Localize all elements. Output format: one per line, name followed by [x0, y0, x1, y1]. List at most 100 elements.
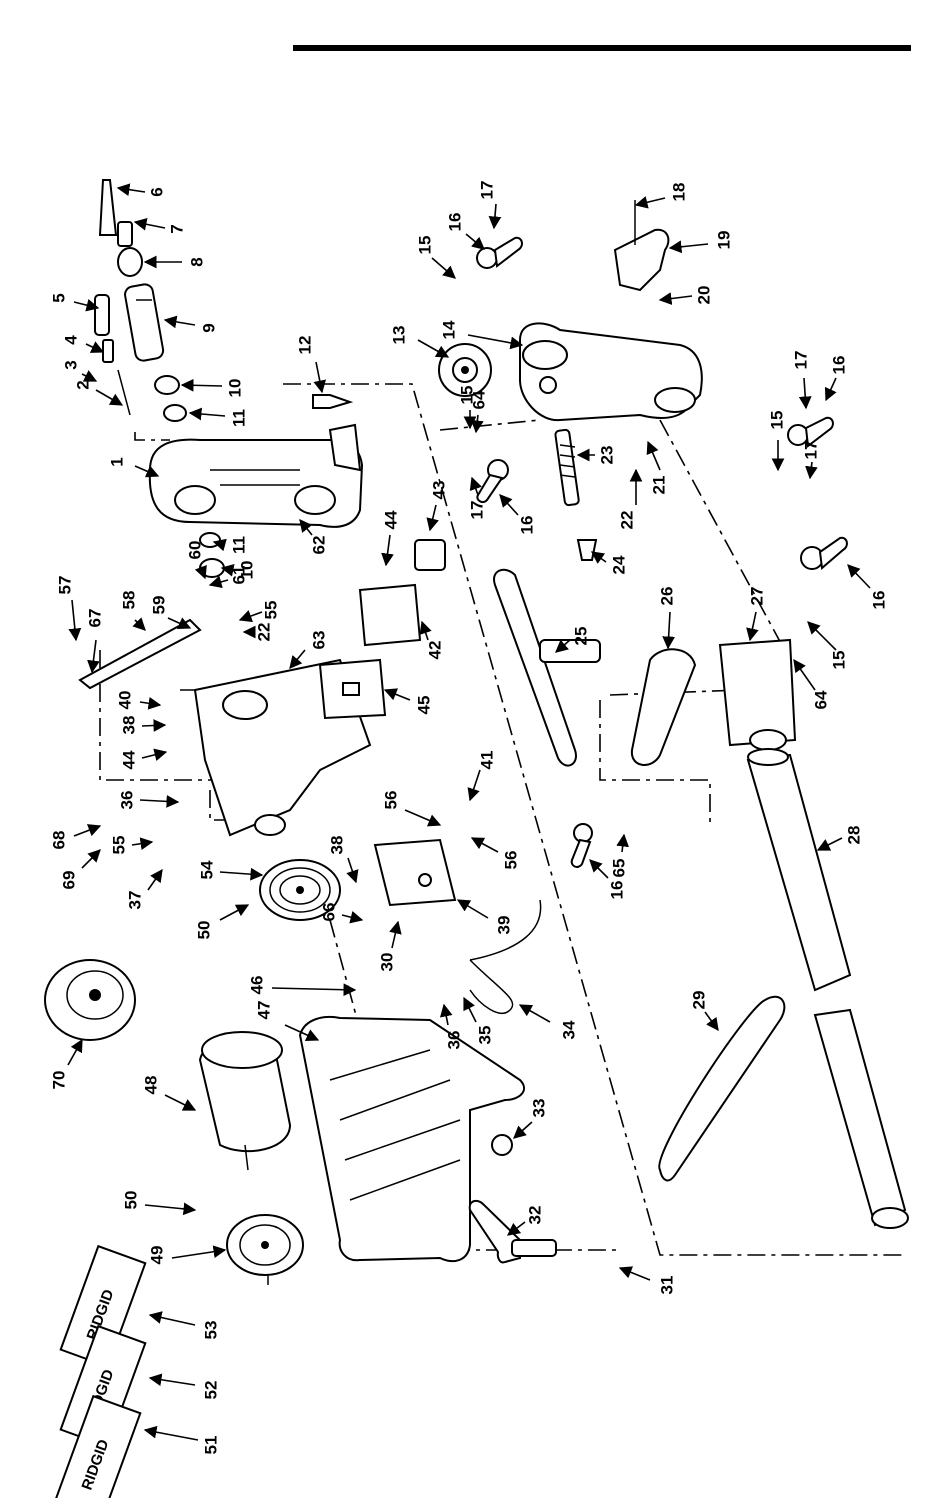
callout-arrow	[348, 858, 356, 882]
part-number-label: 38	[119, 716, 138, 735]
part-number-label: 29	[689, 991, 708, 1010]
motor-pulley	[227, 1215, 303, 1285]
callout-5: 5	[49, 293, 98, 308]
part-number-label: 63	[309, 631, 328, 650]
callout-arrow	[494, 204, 496, 228]
part-number-label: 16	[829, 356, 848, 375]
part-number-label: 16	[517, 516, 536, 535]
callout-24: 24	[592, 552, 628, 574]
part-number-label: 17	[477, 181, 496, 200]
callout-arrow	[422, 622, 428, 640]
callout-arrow	[220, 905, 248, 920]
callout-33: 33	[514, 1099, 548, 1138]
part-number-label: 60	[185, 541, 204, 560]
callout-arrow	[220, 872, 262, 875]
callout-arrow	[316, 362, 322, 392]
part-number-label: 48	[141, 1076, 160, 1095]
callout-15: 15	[767, 411, 786, 470]
part-number-label: 39	[494, 916, 513, 935]
callout-arrow	[290, 650, 305, 668]
part-number-label: 24	[609, 555, 628, 574]
callout-55: 55	[109, 836, 152, 855]
belt	[659, 997, 784, 1181]
callout-16: 16	[445, 213, 484, 249]
callout-63: 63	[290, 631, 328, 668]
callout-55: 55	[240, 601, 280, 620]
callout-arrow	[342, 915, 362, 920]
part-number-label: 23	[597, 446, 616, 465]
part-number-label: 16	[445, 213, 464, 232]
callout-35: 35	[464, 998, 494, 1044]
part-number-label: 43	[429, 481, 448, 500]
callout-56: 56	[472, 838, 520, 869]
callout-14: 14	[439, 320, 522, 345]
callout-arrow	[458, 900, 488, 918]
callout-56: 56	[381, 791, 440, 825]
part-number-label: 56	[501, 851, 520, 870]
part-number-label: 2	[73, 380, 92, 389]
callout-arrow	[514, 1122, 532, 1138]
callout-arrow	[135, 222, 165, 228]
callout-27: 27	[747, 587, 766, 640]
part-number-label: 11	[229, 409, 248, 427]
callout-arrow	[432, 258, 455, 278]
callout-42: 42	[422, 622, 444, 659]
callout-38: 38	[119, 716, 165, 735]
callout-arrow	[818, 838, 842, 850]
callout-arrow	[472, 838, 498, 852]
callout-arrow	[622, 835, 624, 852]
part-number-label: 51	[201, 1436, 220, 1455]
callout-46: 46	[247, 976, 355, 995]
part-number-label: 69	[59, 871, 78, 890]
callout-arrow	[68, 1040, 82, 1065]
part-number-label: 41	[477, 751, 496, 770]
spindle	[124, 283, 165, 362]
callout-45: 45	[385, 690, 433, 714]
callout-arrow	[648, 442, 660, 470]
part-number-label: 54	[197, 860, 216, 879]
callout-arrow	[500, 495, 518, 515]
callout-10: 10	[222, 561, 256, 580]
part-number-label: 13	[389, 326, 408, 345]
callout-arrow	[72, 600, 76, 640]
callout-39: 39	[458, 900, 513, 934]
callout-arrow	[418, 340, 448, 357]
nut	[118, 248, 142, 276]
callout-48: 48	[141, 1076, 195, 1110]
callout-arrow	[636, 198, 665, 205]
part-number-label: 70	[49, 1071, 68, 1090]
callout-9: 9	[165, 320, 218, 333]
callout-10: 10	[182, 379, 244, 398]
part-number-label: 4	[61, 335, 80, 345]
callout-arrow	[210, 580, 228, 585]
switch-assembly	[320, 540, 445, 718]
callout-arrow	[660, 296, 692, 300]
switch-box	[375, 840, 455, 905]
part-number-label: 38	[327, 836, 346, 855]
callout-arrow	[468, 335, 522, 345]
callout-arrow	[74, 826, 100, 836]
part-number-label: 16	[607, 881, 626, 900]
part-number-label: 8	[187, 257, 206, 266]
callout-32: 32	[508, 1206, 544, 1235]
callout-arrow	[145, 1205, 195, 1210]
part-number-label: 56	[381, 791, 400, 810]
callout-6: 6	[118, 187, 166, 196]
part-number-label: 3	[61, 360, 80, 369]
part-number-label: 49	[147, 1246, 166, 1265]
part-number-label: 14	[439, 320, 458, 339]
callout-arrow	[96, 390, 122, 405]
headstock-housing	[150, 440, 362, 527]
part-number-label: 46	[247, 976, 266, 995]
part-number-label: 19	[714, 231, 733, 250]
part-number-label: 12	[295, 336, 314, 355]
header-rule	[293, 45, 911, 51]
callout-arrow	[508, 1222, 525, 1235]
callout-68: 68	[49, 826, 100, 849]
part-number-label: 40	[115, 691, 134, 710]
part-number-label: 16	[869, 591, 888, 610]
callout-15: 15	[415, 236, 455, 278]
callout-50: 50	[194, 905, 248, 939]
callout-17: 17	[801, 441, 820, 478]
part-number-label: 65	[609, 859, 628, 878]
